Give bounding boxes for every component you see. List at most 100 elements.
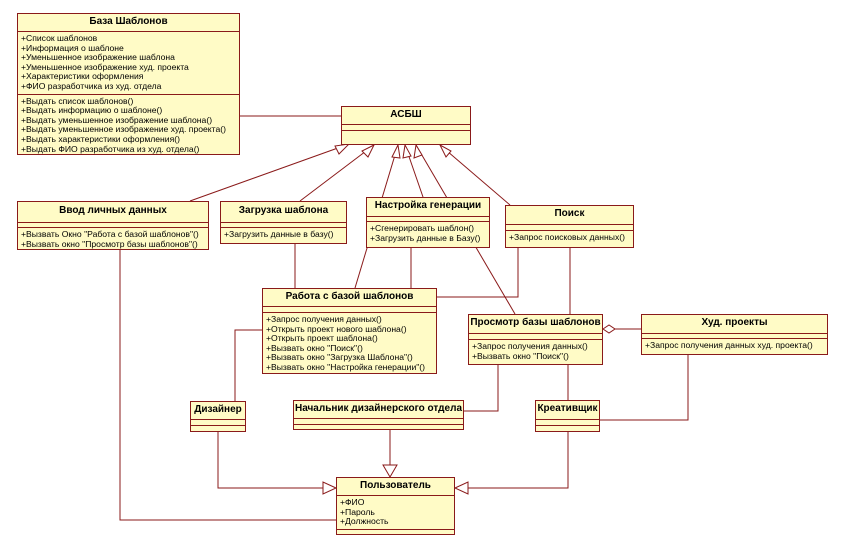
arrowhead-dizainer: [322, 481, 338, 495]
class-rabota-s-bazoi-shablonov[interactable]: Работа с базой шаблонов +Запрос получени…: [262, 288, 437, 374]
arrowhead-rabota: [391, 143, 401, 159]
attributes-section: +ФИО+Пароль+Должность: [337, 496, 454, 530]
gen-vvod-asbsh: [189, 143, 350, 202]
methods-section: [191, 426, 245, 431]
attributes-section: [191, 420, 245, 426]
class-title: Начальник дизайнерского отдела: [294, 401, 463, 419]
attributes-section: +Список шаблонов+Информация о шаблоне+Ум…: [18, 32, 239, 95]
attributes-section: [536, 420, 599, 426]
arrowhead-prosmotr: [413, 143, 423, 159]
gen-poisk-asbsh: [439, 144, 511, 206]
attributes-section: [263, 307, 436, 313]
class-member: +Запрос получения данных(): [472, 341, 588, 351]
arrowhead-poisk: [438, 143, 452, 158]
class-member: +ФИО: [340, 497, 365, 507]
class-member: +ФИО разработчика из худ. отдела: [21, 80, 162, 91]
class-title: АСБШ: [342, 107, 470, 125]
methods-section: +Выдать список шаблонов()+Выдать информа…: [18, 95, 239, 157]
class-member: +Должность: [340, 516, 389, 527]
class-title: Загрузка шаблона: [221, 202, 346, 223]
class-member: +Список шаблонов: [21, 33, 98, 43]
class-title: Ввод личных данных: [18, 202, 208, 223]
class-member: +Загрузить данные в Базу(): [370, 232, 481, 243]
arrowhead-vvod: [334, 143, 351, 155]
class-member: +Выдать список шаблонов(): [21, 95, 134, 106]
class-member: +Вызвать окно "Загрузка Шаблона"(): [266, 352, 413, 363]
class-member: +Сгенерировать шаблон(): [370, 223, 475, 233]
class-member: +Вызвать окно "Настройка генерации"(): [266, 361, 426, 372]
class-member: +Запрос получения данных(): [266, 314, 382, 324]
methods-section: [294, 425, 463, 429]
class-member: +Открыть проект нового шаблона(): [266, 323, 407, 334]
class-member: +Выдать информацию о шаблоне(): [21, 105, 163, 116]
assoc-vvod-polzovatel: [119, 250, 336, 521]
class-kreativschik[interactable]: Креативщик: [535, 400, 600, 432]
attributes-section: [342, 125, 470, 131]
attributes-section: [18, 223, 208, 228]
class-nastroika-generacii[interactable]: Настройка генерации +Сгенерировать шабло…: [366, 197, 490, 248]
methods-section: +Сгенерировать шаблон()+Загрузить данные…: [367, 222, 489, 245]
attributes-section: [642, 334, 827, 339]
methods-section: [337, 530, 454, 533]
class-member: +Запрос поисковых данных(): [509, 232, 625, 242]
class-title: Работа с базой шаблонов: [263, 289, 436, 307]
class-member: +Уменьшенное изображение шаблона: [21, 52, 175, 63]
attributes-section: [506, 225, 633, 231]
class-member: +Пароль: [340, 506, 375, 517]
class-title: Пользователь: [337, 478, 454, 496]
class-member: +Выдать уменьшенное изображение шаблона(…: [21, 114, 213, 125]
methods-section: +Вызвать Окно "Работа с базой шаблонов"(…: [18, 228, 208, 251]
class-member: +Вызвать Окно "Работа с базой шаблонов"(…: [21, 229, 199, 239]
class-member: +Открыть проект шаблона(): [266, 333, 378, 344]
class-baza-shablonov[interactable]: База Шаблонов +Список шаблонов+Информаци…: [17, 13, 240, 155]
class-member: +Выдать характеристики оформления(): [21, 133, 180, 144]
class-poisk[interactable]: Поиск +Запрос поисковых данных(): [505, 205, 634, 248]
assoc-prosmotr-nachalnik: [464, 365, 499, 412]
class-hud-proekty[interactable]: Худ. проекты +Запрос получения данных ху…: [641, 314, 828, 355]
class-title: Настройка генерации: [367, 198, 489, 217]
methods-section: +Запрос получения данных худ. проекта(): [642, 339, 827, 353]
class-member: +Вызвать окно "Поиск"(): [266, 342, 363, 353]
class-member: +Вызвать окно "Поиск"(): [472, 350, 569, 361]
methods-section: [342, 131, 470, 141]
class-title: Дизайнер: [191, 402, 245, 420]
assoc-poisk-rabota: [437, 248, 519, 298]
class-member: +Выдать уменьшенное изображение худ. про…: [21, 124, 226, 135]
class-zagruzka-shablona[interactable]: Загрузка шаблона +Загрузить данные в баз…: [220, 201, 347, 244]
class-member: +Уменьшенное изображение худ. проекта: [21, 61, 189, 72]
arrowhead-nastroika: [402, 143, 412, 159]
arrowhead-zagruzka: [361, 143, 376, 158]
methods-section: +Загрузить данные в базу(): [221, 228, 346, 242]
class-title: База Шаблонов: [18, 14, 239, 32]
attributes-section: [469, 334, 602, 340]
class-asbsh[interactable]: АСБШ: [341, 106, 471, 145]
class-title: Просмотр базы шаблонов: [469, 315, 602, 334]
class-title: Худ. проекты: [642, 315, 827, 334]
methods-section: +Запрос получения данных()+Вызвать окно …: [469, 340, 602, 363]
gen-kreativ-polzovatel: [468, 432, 569, 489]
class-member: +Характеристики оформления: [21, 71, 144, 82]
aggregation-diamond: [602, 324, 616, 334]
class-polzovatel[interactable]: Пользователь +ФИО+Пароль+Должность: [336, 477, 455, 535]
gen-zagruzka-asbsh: [299, 144, 375, 202]
class-nachalnik-otdela[interactable]: Начальник дизайнерского отдела: [293, 400, 464, 430]
methods-section: [536, 426, 599, 431]
methods-section: +Запрос получения данных()+Открыть проек…: [263, 313, 436, 375]
attributes-section: [221, 223, 346, 228]
gen-dizainer-polzovatel: [217, 432, 323, 489]
attributes-section: [367, 217, 489, 222]
class-member: +Загрузить данные в базу(): [224, 229, 334, 239]
class-title: Креативщик: [536, 401, 599, 420]
class-member: +Выдать ФИО разработчика из худ. отдела(…: [21, 143, 200, 154]
class-member: +Вызвать окно "Просмотр базы шаблонов"(): [21, 238, 198, 249]
class-prosmotr-bazy-shablonov[interactable]: Просмотр базы шаблонов +Запрос получения…: [468, 314, 603, 365]
attributes-section: [294, 419, 463, 425]
class-member: +Информация о шаблоне: [21, 42, 124, 53]
methods-section: +Запрос поисковых данных(): [506, 231, 633, 245]
class-member: +Запрос получения данных худ. проекта(): [645, 340, 813, 350]
class-vvod-lichnyh-dannyh[interactable]: Ввод личных данных +Вызвать Окно "Работа…: [17, 201, 209, 250]
assoc-rabota-dizainer: [234, 329, 262, 401]
assoc-hud-kreativ: [600, 355, 689, 421]
class-dizainer[interactable]: Дизайнер: [190, 401, 246, 432]
